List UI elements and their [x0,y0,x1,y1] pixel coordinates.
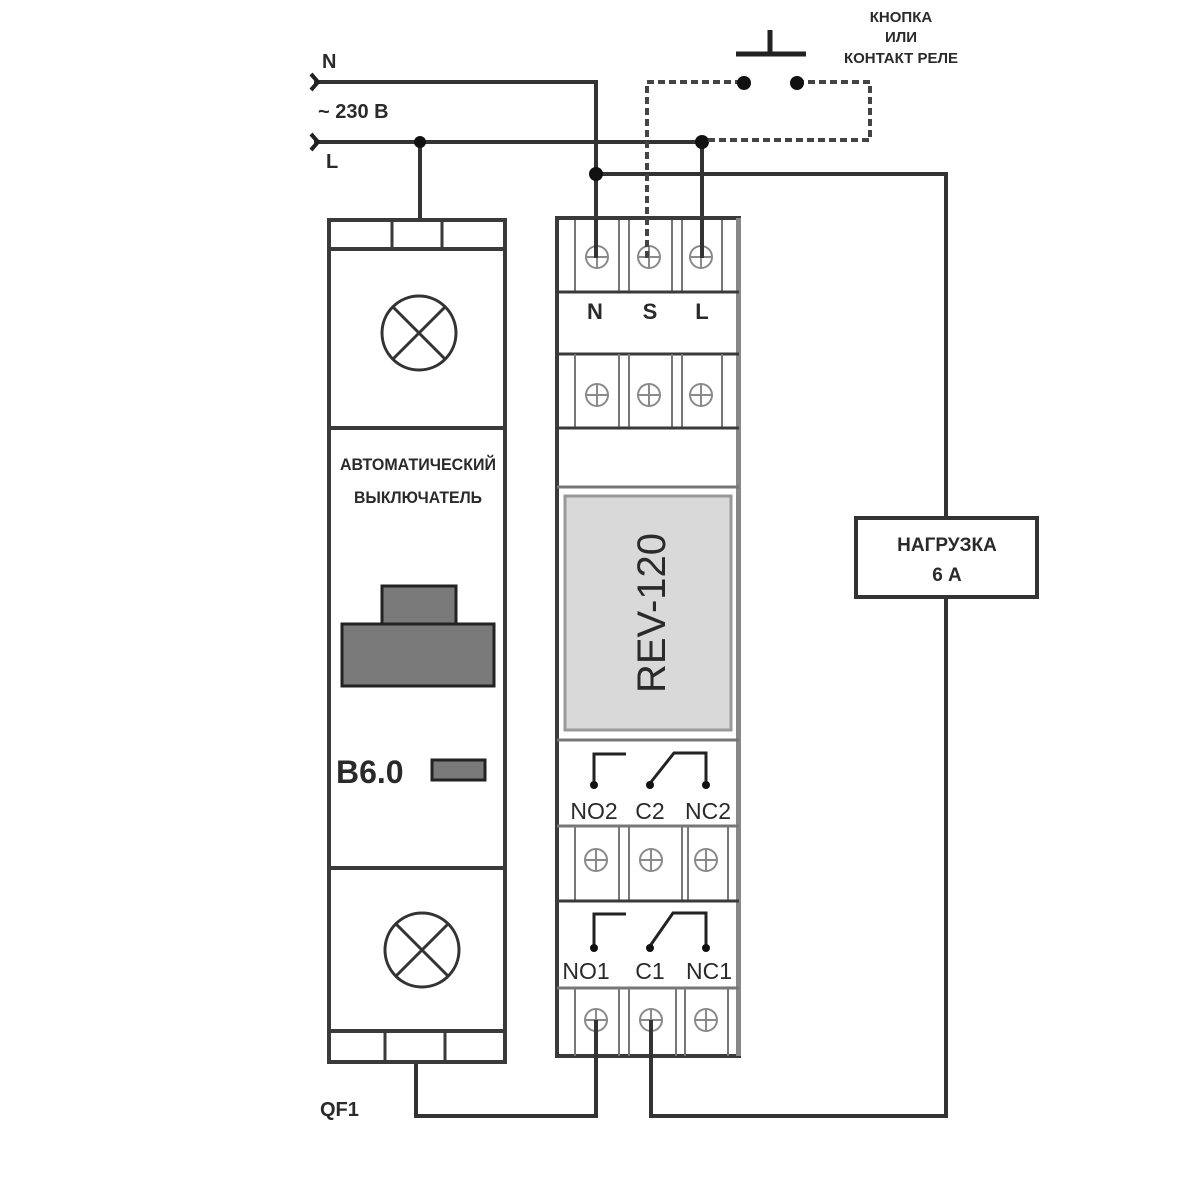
screw-icon [639,848,663,872]
load-box: НАГРУЗКА 6 А [854,516,1039,599]
screw-icon [694,1008,718,1032]
line-input-arrow-icon [309,132,321,152]
contact-1-terminal-row [574,988,729,1056]
control-dashed-wire [645,80,742,258]
relay-display [563,494,733,732]
contact-2-terminal-row [574,826,729,900]
junction-nodes [414,135,709,181]
indicator-lamp-icon [383,911,461,989]
terminal-label-n: N [587,299,603,324]
button-label-line2: ИЛИ [885,29,917,46]
load-label-line1: НАГРУЗКА [897,535,997,556]
button-label-line1: КНОПКА [870,9,933,26]
terminal-label-nc1: NC1 [686,958,732,984]
breaker-designator: QF1 [320,1099,359,1121]
button-label-line3: КОНТАКТ РЕЛЕ [844,50,958,67]
relay-module: N S L REV-120 NO2 C2 NC2 [555,216,741,1058]
button-contact-right [790,76,804,90]
breaker-handle-base [340,622,496,688]
voltage-label: ~ 230 В [318,101,389,123]
control-button-circuit: КНОПКА ИЛИ КОНТАКТ РЕЛЕ [645,9,958,258]
load-return-wire [649,596,948,1118]
load-label-line2: 6 А [932,565,962,586]
junction-node [695,135,709,149]
junction-node [589,167,603,181]
terminal-label-c1: C1 [635,958,664,984]
contact-group-1-nodes [590,944,710,952]
terminal-label-c2: C2 [635,798,664,824]
screw-icon [689,383,713,407]
contact-group-2-nodes [590,781,710,789]
load-body [854,516,1039,599]
breaker-title-line1: АВТОМАТИЧЕСКИЙ [340,455,496,474]
screw-icon [584,848,608,872]
relay-model: REV-120 [630,533,674,693]
neutral-input-arrow-icon [309,72,321,92]
supply-terminals [309,72,321,152]
breaker-to-no1-wire [414,1020,598,1118]
push-button-icon [736,30,806,57]
contact-group-1-symbol [592,911,708,947]
terminal-label-s: S [643,299,658,324]
button-contact-left [737,76,751,90]
screw-icon [637,383,661,407]
load-neutral-wire [596,172,948,520]
terminal-label-no1: NO1 [562,958,609,984]
junction-node [414,136,426,148]
contact-group-2-symbol [592,751,708,783]
indicator-lamp-icon [380,294,458,372]
input-terminal-row [574,220,723,292]
line-label: L [326,151,338,173]
neutral-wire [314,80,598,258]
terminal-label-l: L [695,299,708,324]
breaker-rating: B6.0 [336,754,404,790]
terminal-label-nc2: NC2 [685,798,731,824]
breaker-title-line2: ВЫКЛЮЧАТЕЛЬ [354,488,482,507]
terminal-label-no2: NO2 [570,798,617,824]
neutral-label: N [322,51,336,73]
screw-icon [585,383,609,407]
breaker-rating-window [430,758,487,782]
circuit-breaker: АВТОМАТИЧЕСКИЙ ВЫКЛЮЧАТЕЛЬ B6.0 QF1 [320,218,507,1121]
breaker-handle[interactable] [380,584,458,628]
control-dashed-wire-return [708,80,872,142]
supply-wires [314,80,948,1118]
spare-terminal-row [574,354,723,428]
screw-icon [694,848,718,872]
relay-wire-entries [594,218,704,1058]
